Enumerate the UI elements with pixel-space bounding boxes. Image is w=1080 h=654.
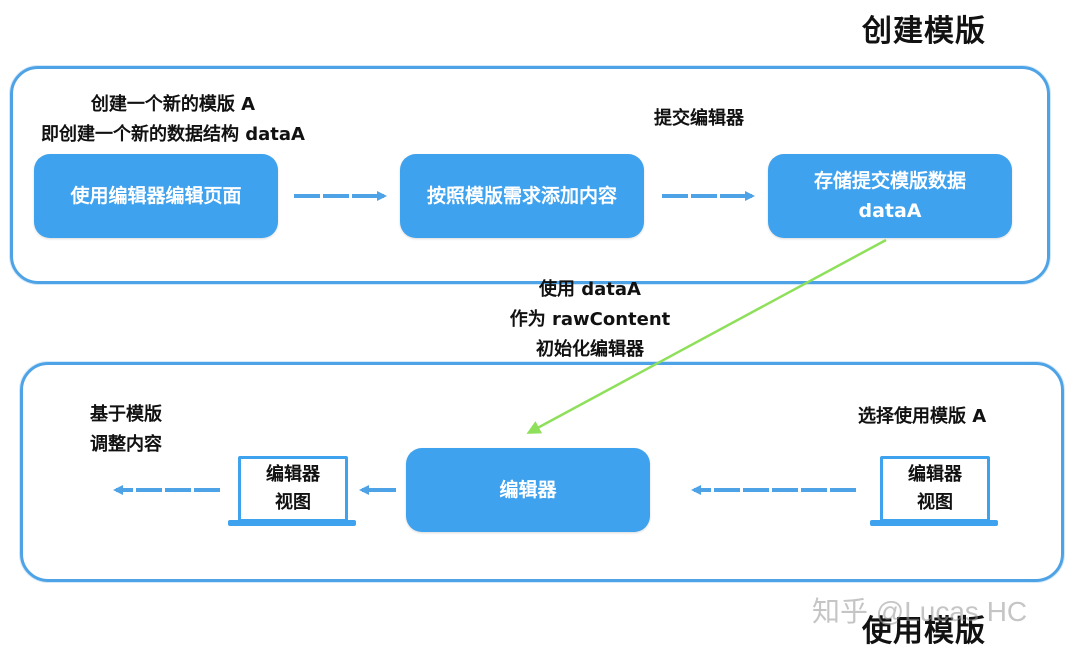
store-data-name: dataA (858, 200, 922, 222)
monitor-right-line-2: 视图 (917, 492, 953, 513)
create-new-template-note: 创建一个新的模版 A 即创建一个新的数据结构 dataA (18, 90, 328, 150)
note-line-2: 即创建一个新的数据结构 dataA (41, 124, 305, 145)
init-editor-note: 使用 dataA 作为 rawContent 初始化编辑器 (470, 275, 710, 365)
create-template-title: 创建模版 (862, 14, 986, 49)
adjust-line-2: 调整内容 (90, 434, 162, 455)
select-template-note: 选择使用模版 A (858, 406, 987, 427)
use-template-group (20, 362, 1064, 582)
edit-page-label: 使用编辑器编辑页面 (70, 185, 242, 207)
init-line-3: 初始化编辑器 (536, 339, 644, 360)
add-content-box: 按照模版需求添加内容 (400, 154, 644, 238)
use-template-title: 使用模版 (862, 614, 986, 649)
store-template-data-box: 存储提交模版数据 dataA (768, 154, 1012, 238)
editor-view-left-monitor: 编辑器 视图 (238, 456, 348, 522)
monitor-right-base (870, 520, 998, 526)
monitor-right-line-1: 编辑器 (908, 464, 962, 485)
init-line-1: 使用 dataA (539, 279, 641, 300)
arrow-data-to-editor (526, 238, 887, 434)
edit-page-box: 使用编辑器编辑页面 (34, 154, 278, 238)
store-data-label: 存储提交模版数据 (813, 170, 966, 192)
init-line-2: 作为 rawContent (509, 309, 671, 330)
editor-view-right-monitor: 编辑器 视图 (880, 456, 990, 522)
create-template-group (10, 66, 1050, 284)
monitor-left-line-2: 视图 (275, 492, 311, 513)
watermark: 知乎 @Lucas HC (812, 596, 1028, 627)
add-content-label: 按照模版需求添加内容 (426, 185, 617, 207)
editor-box: 编辑器 (406, 448, 650, 532)
adjust-line-1: 基于模版 (90, 404, 162, 425)
editor-label: 编辑器 (499, 479, 557, 501)
monitor-left-base (228, 520, 356, 526)
monitor-left-line-1: 编辑器 (266, 464, 320, 485)
note-line-1: 创建一个新的模版 A (90, 94, 256, 115)
submit-editor-note: 提交编辑器 (654, 108, 744, 129)
adjust-content-note: 基于模版 调整内容 (90, 400, 162, 460)
